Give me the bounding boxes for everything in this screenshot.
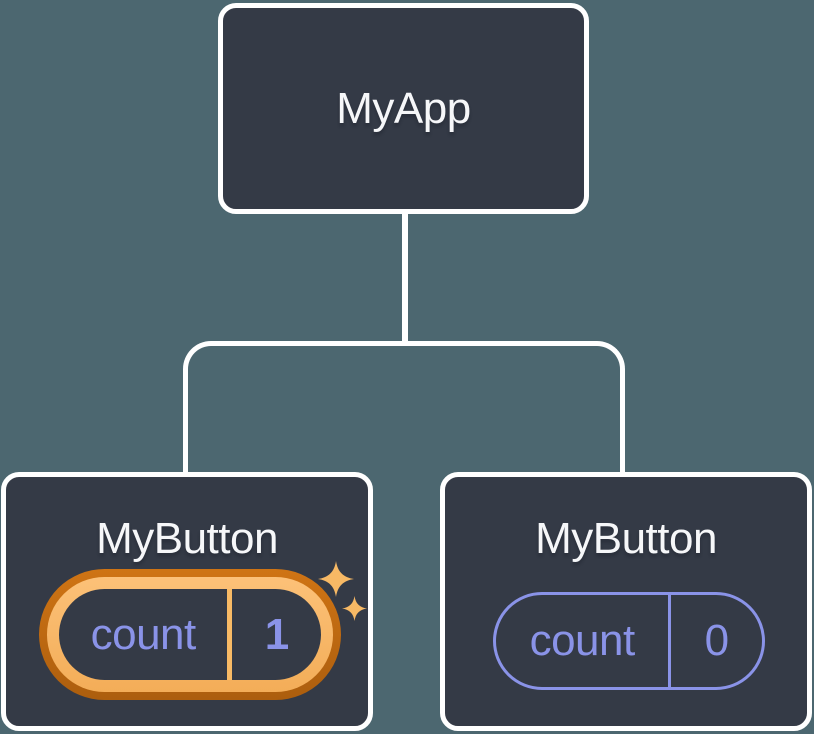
node-title-myapp: MyApp: [336, 83, 471, 133]
state-value: 1: [264, 609, 289, 659]
state-badge-body: count 1: [59, 589, 321, 680]
tree-node-myapp: MyApp: [218, 3, 589, 214]
node-title-mybutton: MyButton: [535, 514, 717, 563]
state-badge-divider: [668, 595, 672, 687]
state-value: 0: [704, 616, 729, 665]
state-badge-highlighted: count 1: [39, 569, 341, 700]
state-name: count: [90, 609, 197, 659]
tree-node-mybutton-plain: MyButton count 0: [440, 472, 812, 731]
state-badge-glow-ring: count 1: [47, 577, 333, 692]
state-badge: count 0: [493, 592, 765, 690]
sparkle-icon: [318, 561, 354, 597]
tree-node-mybutton-updated: MyButton count 1: [1, 472, 373, 731]
state-name: count: [529, 616, 636, 665]
connector-root-stem: [402, 214, 408, 344]
node-title-mybutton: MyButton: [96, 514, 278, 563]
connector-branch-bracket: [183, 341, 625, 472]
state-badge-divider: [227, 589, 233, 680]
sparkle-icon: [342, 596, 367, 621]
